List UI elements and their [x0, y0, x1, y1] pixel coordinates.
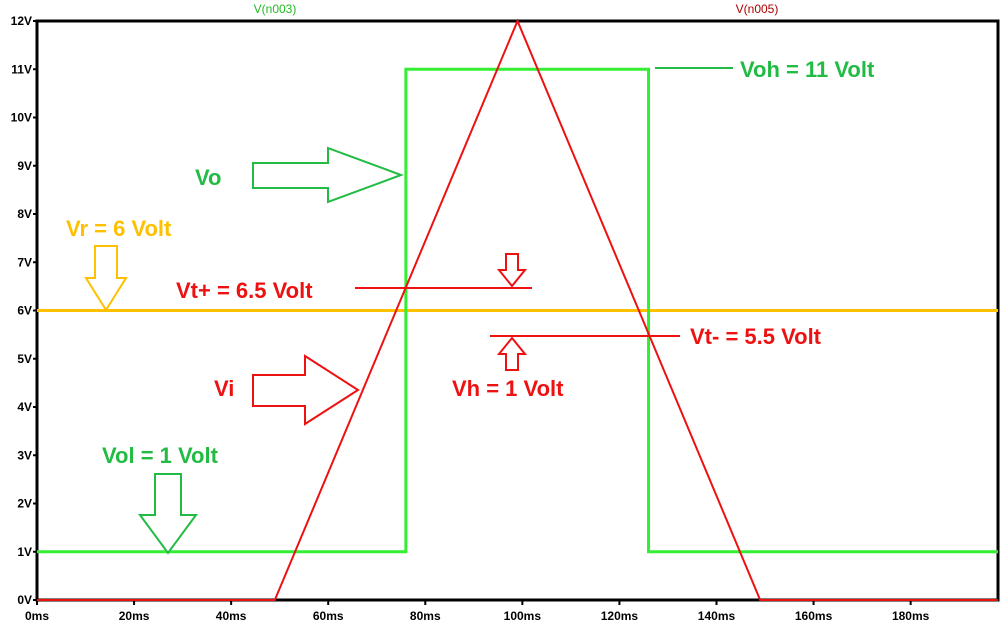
x-tick-label: 160ms [795, 609, 833, 623]
vol-arrow-icon [138, 473, 198, 555]
x-tick-label: 180ms [892, 609, 930, 623]
x-tick-label: 100ms [504, 609, 542, 623]
y-tick-label: 8V [17, 207, 32, 221]
y-tick-label: 6V [17, 304, 32, 318]
x-tick-label: 80ms [410, 609, 441, 623]
y-tick-label: 12V [11, 14, 32, 28]
x-tick-label: 40ms [216, 609, 247, 623]
voh-annotation: Voh = 11 Volt [740, 57, 875, 82]
x-tick-label: 140ms [698, 609, 736, 623]
trace-v-n005 [37, 18, 998, 601]
vi-arrow-icon [252, 354, 360, 426]
vo-annotation: Vo [195, 165, 221, 190]
y-tick-label: 2V [17, 497, 32, 511]
vt-minus-annotation: Vt- = 5.5 Volt [690, 324, 822, 349]
legend-v-n003[interactable]: V(n003) [254, 2, 297, 16]
y-tick-label: 1V [17, 545, 32, 559]
x-tick-label: 120ms [601, 609, 639, 623]
y-tick-label: 5V [17, 352, 32, 366]
x-tick-label: 60ms [313, 609, 344, 623]
vr-annotation: Vr = 6 Volt [66, 216, 172, 241]
y-tick-label: 3V [17, 448, 32, 462]
vt-plus-arrow-icon [496, 253, 528, 288]
x-tick-label: 0ms [25, 609, 49, 623]
trace-v-n003 [37, 67, 998, 554]
y-tick-label: 9V [17, 159, 32, 173]
vt-plus-annotation: Vt+ = 6.5 Volt [176, 278, 313, 303]
y-tick-label: 4V [17, 400, 32, 414]
y-tick-label: 10V [11, 111, 32, 125]
y-tick-label: 7V [17, 255, 32, 269]
vo-arrow-icon [252, 146, 404, 204]
vr-arrow-icon [84, 245, 128, 312]
vt-minus-arrow-icon [496, 336, 528, 371]
x-tick-label: 20ms [119, 609, 150, 623]
vi-annotation: Vi [214, 376, 234, 401]
y-tick-label: 0V [17, 593, 32, 607]
vol-annotation: Vol = 1 Volt [102, 443, 219, 468]
y-tick-label: 11V [11, 62, 32, 76]
vh-annotation: Vh = 1 Volt [452, 376, 564, 401]
legend-v-n005[interactable]: V(n005) [736, 2, 779, 16]
traces [37, 18, 998, 601]
